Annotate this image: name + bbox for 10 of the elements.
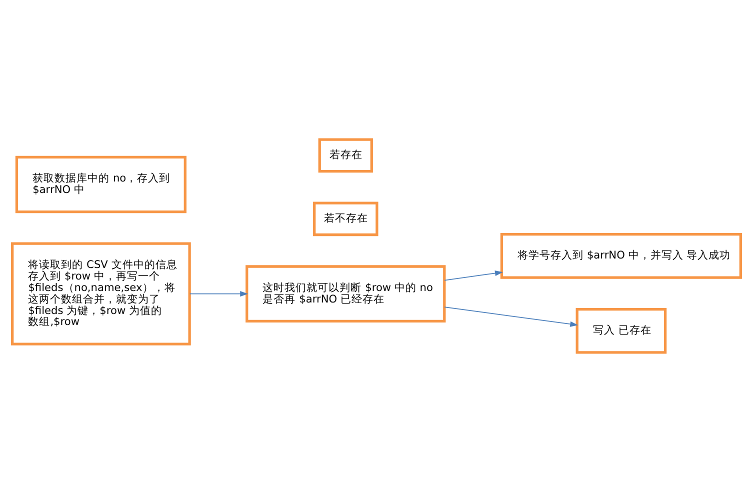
node-box: 获取数据库中的 no，存入到 $arrNO 中 <box>15 156 186 214</box>
node-box: 将读取到的 CSV 文件中的信息存入到 $row 中，再写一个 $fileds（no,name,sex），将这两个数组合并，就变为了 $fileds 为键，$row 为值的数组,$row <box>11 242 191 346</box>
arrow <box>444 306 578 327</box>
arrow <box>189 291 248 297</box>
node-box: 若不存在 <box>313 202 378 236</box>
node-box: 若存在 <box>318 138 373 173</box>
node-box: 写入 已存在 <box>576 308 667 354</box>
node-box: 这时我们就可以判断 $row 中的 no 是否再 $arrNO 已经存在 <box>246 265 446 322</box>
arrow <box>444 270 503 281</box>
node-box: 将学号存入到 $arrNO 中，并写入 导入成功 <box>500 233 742 279</box>
